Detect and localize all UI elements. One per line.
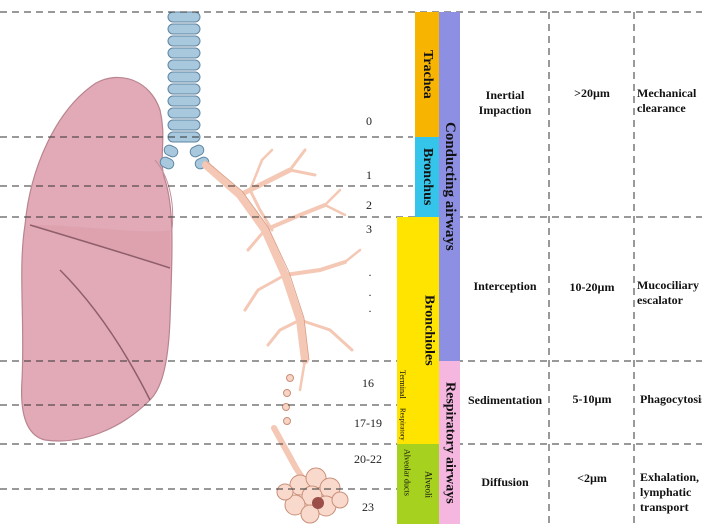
clearance-mechanical: Mechanical clearance (637, 86, 702, 116)
size-5-10um: 5-10µm (552, 392, 632, 407)
generation-16: 16 (362, 376, 374, 391)
generation-0: 0 (366, 114, 372, 129)
bronchus-label: Bronchus (419, 148, 435, 205)
terminal-bronchiole-dots (283, 375, 294, 425)
mechanism-interception: Interception (464, 279, 546, 294)
generation-20-22: 20-22 (354, 452, 382, 467)
clearance-phagocytosis: Phagocytosis (640, 392, 702, 407)
mechanism-sedimentation: Sedimentation (462, 393, 548, 408)
trachea-label-box: Trachea (415, 12, 439, 137)
respiratory-bronchiole-label: Respiratory (399, 408, 407, 441)
trachea-label: Trachea (419, 50, 435, 99)
size-10-20um: 10-20µm (552, 280, 632, 295)
alveolar-ducts-label-box: Alveolar ducts (397, 444, 417, 524)
size-under-2um: <2µm (552, 471, 632, 486)
alveolar-sac (277, 468, 348, 523)
trachea-rings (159, 12, 211, 170)
bronchioles-label: Bronchioles (421, 295, 437, 366)
mechanism-inertial-impaction: Inertial Impaction (464, 88, 546, 118)
generation-17-19: 17-19 (354, 416, 382, 431)
bronchus-label-box: Bronchus (415, 137, 439, 217)
generation-23: 23 (362, 500, 374, 515)
clearance-exhalation: Exhalation, lymphatic transport (640, 470, 702, 515)
conducting-airways-label: Conducting airways (441, 122, 458, 251)
terminal-label-box: Terminal (397, 361, 408, 407)
generation-dot-2: · (368, 288, 372, 303)
alveoli-label: Alveoli (424, 471, 434, 498)
generation-dot-3: · (368, 304, 372, 319)
alveolus-center (312, 497, 324, 509)
generation-dot-1: · (368, 268, 372, 283)
respiratory-airways-label-box: Respiratory airways (439, 361, 460, 524)
generation-3: 3 (366, 222, 372, 237)
clearance-mucociliary: Mucociliary escalator (637, 278, 702, 308)
alveoli-label-box: Alveoli (418, 444, 439, 524)
alveolar-duct (274, 428, 305, 482)
generation-2: 2 (366, 198, 372, 213)
respiratory-bronchiole-label-box: Respiratory (397, 405, 408, 444)
size-over-20um: >20µm (552, 86, 632, 101)
conducting-airways-label-box: Conducting airways (439, 12, 460, 361)
mechanism-diffusion: Diffusion (464, 475, 546, 490)
alveolar-ducts-label: Alveolar ducts (403, 449, 412, 519)
respiratory-airways-label: Respiratory airways (442, 382, 458, 504)
bronchioles-label-box: Bronchioles (418, 217, 439, 444)
terminal-label: Terminal (398, 370, 407, 399)
generation-1: 1 (366, 168, 372, 183)
